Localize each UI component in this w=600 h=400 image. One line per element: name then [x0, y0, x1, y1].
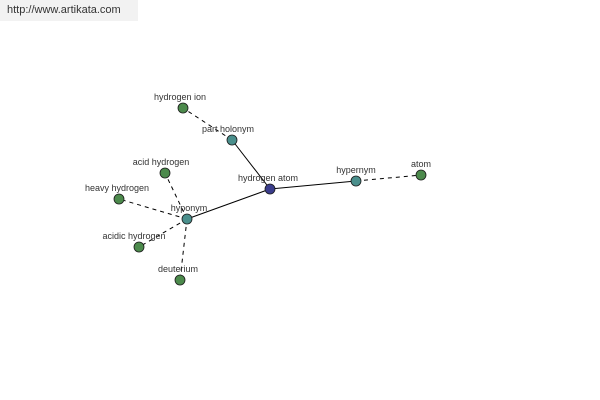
- node-part-holonym[interactable]: part holonym: [202, 124, 254, 146]
- node-dot-hydrogen-ion[interactable]: [177, 102, 189, 114]
- node-label-atom: atom: [411, 159, 431, 169]
- edge-hypernym-to-atom: [355, 174, 422, 182]
- node-dot-acid-hydrogen[interactable]: [159, 167, 171, 179]
- node-dot-hypernym[interactable]: [350, 175, 362, 187]
- node-dot-heavy-hydrogen[interactable]: [113, 193, 125, 205]
- node-acid-hydrogen[interactable]: acid hydrogen: [133, 157, 190, 179]
- site-url[interactable]: http://www.artikata.com: [0, 0, 138, 21]
- node-heavy-hydrogen[interactable]: heavy hydrogen: [85, 183, 149, 205]
- node-label-hyponym: hyponym: [171, 203, 208, 213]
- node-hydrogen-atom[interactable]: hydrogen atom: [238, 173, 298, 195]
- nodes-layer: hydrogen atom part holonym hypernym hyponym…: [85, 92, 431, 286]
- node-label-acid-hydrogen: acid hydrogen: [133, 157, 190, 167]
- edge-hydrogen-atom-to-hypernym: [269, 180, 357, 190]
- node-dot-atom[interactable]: [415, 169, 427, 181]
- edge-hyponym-to-deuterium: [179, 218, 188, 281]
- edges-layer: [118, 107, 422, 281]
- node-hyponym[interactable]: hyponym: [171, 203, 208, 225]
- node-hypernym[interactable]: hypernym: [336, 165, 376, 187]
- node-acidic-hydrogen[interactable]: acidic hydrogen: [102, 231, 166, 253]
- edge-part-holonym-to-hydrogen-ion: [182, 107, 233, 141]
- edge-hydrogen-atom-to-hyponym: [186, 188, 271, 220]
- node-label-part-holonym: part holonym: [202, 124, 254, 134]
- node-label-hypernym: hypernym: [336, 165, 376, 175]
- node-deuterium[interactable]: deuterium: [158, 264, 198, 286]
- node-dot-part-holonym[interactable]: [226, 134, 238, 146]
- node-label-hydrogen-atom: hydrogen atom: [238, 173, 298, 183]
- node-label-hydrogen-ion: hydrogen ion: [154, 92, 206, 102]
- node-atom[interactable]: atom: [411, 159, 431, 181]
- node-label-deuterium: deuterium: [158, 264, 198, 274]
- edge-hyponym-to-acid-hydrogen: [164, 172, 188, 220]
- node-hydrogen-ion[interactable]: hydrogen ion: [154, 92, 206, 114]
- edge-hyponym-to-acidic-hydrogen: [138, 218, 188, 248]
- edge-hyponym-to-heavy-hydrogen: [118, 198, 188, 220]
- node-dot-deuterium[interactable]: [174, 274, 186, 286]
- node-dot-hyponym[interactable]: [181, 213, 193, 225]
- node-label-acidic-hydrogen: acidic hydrogen: [102, 231, 165, 241]
- node-dot-acidic-hydrogen[interactable]: [133, 241, 145, 253]
- edge-hydrogen-atom-to-part-holonym: [231, 139, 271, 190]
- node-dot-hydrogen-atom[interactable]: [264, 183, 276, 195]
- node-label-heavy-hydrogen: heavy hydrogen: [85, 183, 149, 193]
